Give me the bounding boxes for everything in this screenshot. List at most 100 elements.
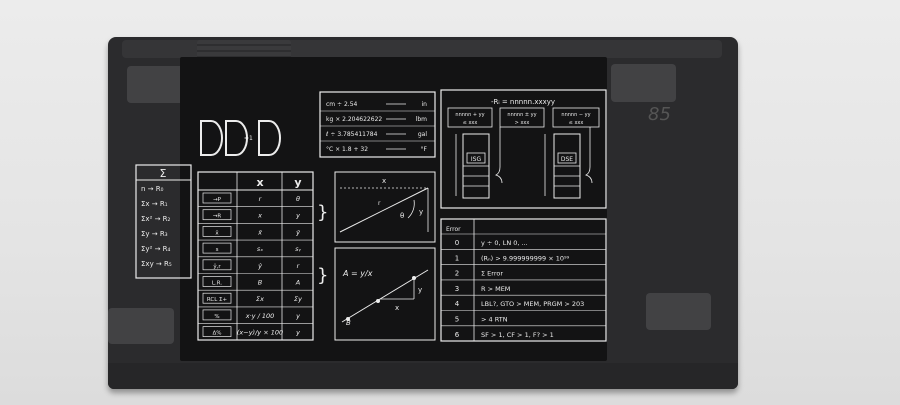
rubber-foot-bottom-right (646, 293, 711, 330)
rubber-foot-top-left (127, 66, 189, 103)
stats-key-box-0 (202, 192, 232, 204)
stats-x-1: x (257, 212, 262, 220)
error-code-4: 4 (455, 300, 460, 308)
stats-x-5: B (258, 279, 263, 287)
error-text-0: y ÷ 0, LN 0, ... (481, 239, 528, 247)
stats-key-8: Δ% (213, 331, 222, 337)
dse-label: DSE (561, 156, 573, 163)
stats-y-8: y (295, 329, 300, 337)
stats-x-8: (x−y)/y × 100 (237, 329, 283, 337)
dse-condition-bottom: ≤ xxx (569, 120, 584, 126)
stats-function-table: x y →P r θ →R x y x̄ x̄ ȳ s sₓ sᵧ ŷ,r ŷ rL.R. B A RCL Σ+ Σ… (197, 171, 328, 341)
conversion-left-3: °C × 1.8 + 32 (326, 146, 368, 153)
sigma-header: Σ (160, 167, 167, 180)
stats-x-3: sₓ (257, 245, 263, 253)
display-glyph-group: =1 (200, 120, 281, 156)
conversion-left-1: kg × 2.204622622 (326, 116, 382, 123)
stats-key-box-6 (202, 292, 232, 304)
flag-glyph: =1 (244, 135, 253, 142)
stats-x-4: ŷ (257, 262, 262, 270)
stats-x-0: r (259, 195, 263, 203)
loop-header: -Rᵢ = nnnnn.xxxyy (491, 98, 555, 106)
polar-x-label: x (382, 177, 386, 185)
conversion-right-1: lbm (416, 116, 427, 123)
error-code-0: 0 (455, 239, 459, 247)
stats-key-6: RCL Σ+ (207, 297, 228, 303)
stats-key-box-3 (202, 242, 232, 254)
stats-y-7: y (295, 312, 300, 320)
stats-key-7: % (214, 314, 219, 320)
stats-y-0: θ (296, 195, 300, 203)
error-code-6: 6 (455, 331, 460, 339)
mid-condition-top: nnnnn ± yy (507, 112, 536, 118)
stats-col-x: x (256, 176, 263, 189)
error-code-1: 1 (455, 254, 459, 262)
sigma-row-1: Σx → R₁ (141, 200, 168, 208)
stats-key-2: x̄ (215, 230, 219, 236)
polar-r-label: r (378, 200, 381, 207)
polar-y-label: y (419, 208, 423, 216)
conversion-box: cm ÷ 2.54 in kg × 2.204622622 lbm ℓ ÷ 3.7854… (319, 91, 436, 158)
dse-condition-top: nnnnn − yy (561, 112, 590, 118)
error-text-2: Σ Error (481, 270, 503, 278)
linear-y-label: y (418, 286, 422, 294)
stats-key-0: →P (213, 197, 222, 203)
linear-x-label: x (395, 304, 399, 312)
conversion-left-2: ℓ ÷ 3.785411784 (325, 131, 378, 138)
linear-equation: A = y/x (342, 269, 373, 278)
polar-diagram: x y r θ (334, 171, 436, 243)
brace-linear: } (317, 265, 328, 286)
stats-y-5: A (295, 279, 300, 287)
stats-x-6: Σx (256, 295, 264, 303)
stats-key-box-4 (202, 259, 232, 271)
loop-box: -Rᵢ = nnnnn.xxxyy nnnnn + yy ≤ xxx nnnnn… (440, 89, 607, 209)
mid-condition-bottom: > xxx (515, 120, 530, 126)
stats-y-1: y (295, 212, 300, 220)
error-text-1: (Rₙ) > 9.999999999 × 10⁹⁹ (481, 254, 570, 262)
error-text-4: LBL?, GTO > MEM, PRGM > 203 (481, 300, 584, 308)
stats-key-3: s (216, 247, 219, 253)
stats-key-box-5 (202, 276, 232, 287)
error-text-5: > 4 RTN (481, 316, 508, 324)
conversion-left-0: cm ÷ 2.54 (326, 101, 358, 108)
error-text-6: SF > 1, CF > 1, F? > 1 (481, 331, 554, 339)
sigma-row-2: Σx² → R₂ (141, 215, 171, 223)
stats-key-box-2 (202, 226, 232, 237)
conversion-right-0: in (422, 101, 428, 108)
conversion-right-2: gal (418, 131, 427, 138)
sigma-register-box: Σ n → R₀ Σx → R₁ Σx² → R₂ Σy → R₃ Σy² → R₄ Σx… (135, 164, 192, 279)
error-text-3: R > MEM (481, 285, 510, 293)
polar-theta-label: θ (400, 212, 404, 220)
stats-x-7: x·y / 100 (245, 312, 275, 320)
stats-x-2: x̄ (257, 228, 262, 236)
stats-key-5: L.R. (212, 281, 222, 287)
stats-y-2: ȳ (295, 228, 300, 236)
rubber-foot-bottom-left (108, 308, 174, 344)
error-header: Error (446, 226, 461, 233)
sigma-row-5: Σxy → R₅ (141, 260, 172, 268)
isg-condition-bottom: ≤ xxx (463, 120, 478, 126)
calculator-bottom-edge (108, 363, 738, 389)
error-code-3: 3 (455, 285, 459, 293)
stats-key-box-1 (202, 209, 232, 221)
stats-key-box-8 (202, 326, 232, 337)
error-code-5: 5 (455, 316, 459, 324)
sigma-row-0: n → R₀ (141, 185, 164, 193)
stats-key-4: ŷ,r (213, 263, 221, 270)
conversion-right-3: °F (421, 146, 428, 153)
sigma-row-3: Σy → R₃ (141, 230, 168, 238)
isg-label: ISG (471, 156, 482, 163)
stats-y-6: Σy (294, 295, 302, 303)
linear-b-label: B (346, 319, 351, 327)
linear-regression-diagram: A = y/x x y B (334, 247, 436, 341)
isg-condition-top: nnnnn + yy (455, 112, 484, 118)
stats-y-3: sᵧ (295, 245, 301, 253)
error-code-2: 2 (455, 270, 459, 278)
stats-y-4: r (297, 262, 301, 270)
stats-key-1: →R (213, 214, 222, 220)
error-table: Error 0 y ÷ 0, LN 0, ... 1 (Rₙ) > 9.9999999… (440, 218, 607, 342)
sigma-row-4: Σy² → R₄ (141, 245, 171, 253)
rubber-foot-top-right (611, 64, 676, 102)
handwritten-mark: 85 (648, 104, 671, 125)
